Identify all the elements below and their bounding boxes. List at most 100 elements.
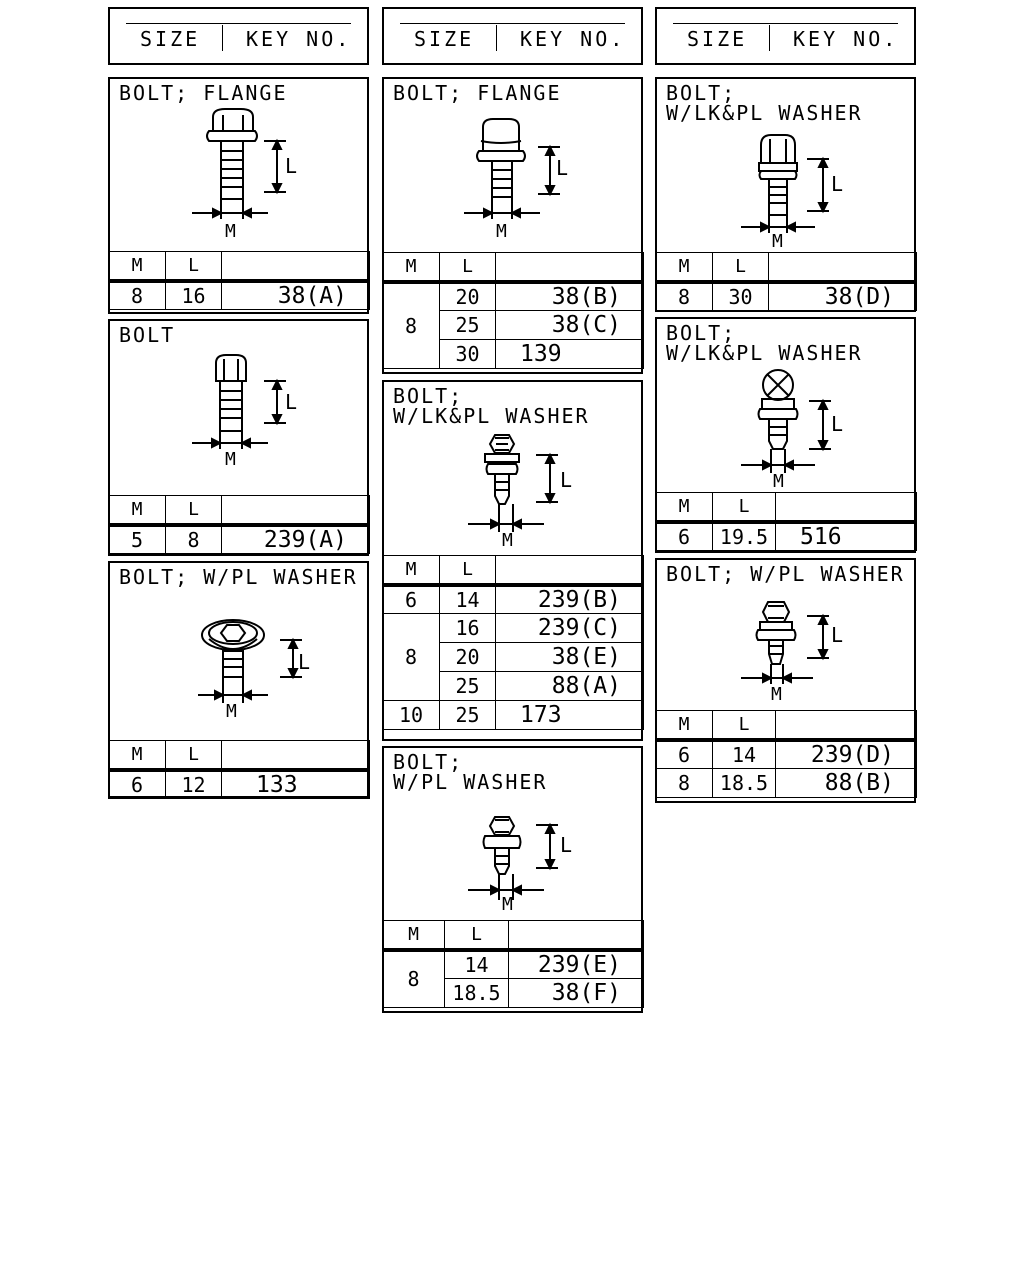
cell-key: 38(C) [495,310,644,340]
cell-m: 5 [108,524,166,554]
panel-bolt-flange-col2: BOLT; FLANGE L M M L 8 20 38(B) 25 38(C) [382,77,644,374]
dim-l-label: L [298,650,310,674]
header-divider [222,25,223,51]
dim-l-label: L [831,623,843,647]
cell-key: 239(C) [495,613,644,643]
cell-key: 516 [775,521,917,551]
cell-l: 30 [712,281,769,311]
spec-table: M L 8 14 239(E) 18.5 38(F) [382,920,644,1008]
table-row: 10 25 173 [382,700,644,730]
cell-key: 239(B) [495,584,644,614]
cell-l: 12 [165,769,222,799]
spec-table: M L 6 19.5 516 [655,492,917,551]
header-rule [673,23,898,24]
cell-l: 25 [439,700,496,730]
panel-bolt-col1: BOLT L M M L 5 8 239(A) [108,319,370,556]
cell-m: 6 [108,769,166,799]
cell-m: 6 [655,521,713,551]
panel-bolt-flange-col1: BOLT; FLANGE L M M L 8 16 38(A) [108,77,370,314]
dim-m-label: M [225,449,236,470]
spec-table: M L 6 14 239(B) 8 16 239(C) 20 38(E) 25 … [382,555,644,730]
bolt-pl-washer-drawing: L M [468,816,572,915]
table-row: 25 38(C) [383,310,644,340]
spec-table: M L 8 16 38(A) [108,251,370,310]
table-row: 25 88(A) [383,671,644,701]
table-row: 6 14 239(B) [382,584,644,614]
col-m-header: M [108,251,166,283]
table-row: 6 14 239(D) [655,739,917,769]
col-l-header: L [439,555,496,587]
cell-key: 239(A) [221,524,370,554]
dim-l-label: L [556,156,568,180]
dim-l-label: L [285,154,297,178]
size-header: SIZE [140,27,201,51]
dim-m-label: M [772,231,783,252]
header-rule [126,23,351,24]
dim-l-label: L [831,172,843,196]
bolt-drawing: L M [192,354,297,470]
header-box-col3: SIZE KEY NO. [655,7,916,65]
col-m-header: M [382,555,440,587]
cell-m: 8 [382,281,440,369]
bolt-pl-washer-drawing: L M [741,601,843,705]
cell-key: 133 [221,769,370,799]
dim-m-label: M [226,701,237,722]
table-row: 18.5 38(F) [383,978,644,1008]
table-row: 8 16 239(C) [382,613,644,701]
col-l-header: L [712,710,776,742]
cell-key: 88(A) [495,671,644,701]
dim-l-label: L [285,390,297,414]
col-key-header [768,252,917,284]
col-key-header [495,252,644,284]
bolt-lk-pl-washer-drawing: L M [741,369,843,492]
dim-m-label: M [496,221,507,242]
panel-bolt-lk-pl-washer-col2: BOLT; W/LK&PL WASHER L M M L 6 14 239(B)… [382,380,644,741]
cell-m: 10 [382,700,440,730]
spec-table: M L 6 14 239(D) 8 18.5 88(B) [655,710,917,798]
cell-key: 38(B) [495,281,644,311]
cell-key: 239(D) [775,739,917,769]
panel-title: BOLT; W/PL WASHER [666,562,905,586]
size-header: SIZE [414,27,475,51]
dim-m-label: M [771,684,782,705]
header-divider [496,25,497,51]
panel-bolt-pl-washer-col3: BOLT; W/PL WASHER L M M L 6 14 239(D) 8 … [655,558,917,803]
bolt-pl-washer-drawing: L M [198,619,310,722]
panel-title: BOLT [119,323,176,347]
cell-key: 139 [495,339,644,369]
bolt-lk-pl-washer-drawing: L M [741,134,843,252]
col-m-header: M [655,492,713,524]
header-rule [400,23,625,24]
cell-l: 14 [712,739,776,769]
col-key-header [221,495,370,527]
cell-l: 25 [439,310,496,340]
dim-m-label: M [502,894,513,915]
col-key-header [495,555,644,587]
panel-bolt-lk-pl-washer-col3-a: BOLT; W/LK&PL WASHER L M M L 8 30 38(D) [655,77,917,312]
panel-title: BOLT; FLANGE [393,81,562,105]
cell-key: 239(E) [508,949,644,979]
spec-table: M L 8 30 38(D) [655,252,917,311]
dim-m-label: M [225,221,236,242]
cell-key: 88(B) [775,768,917,798]
panel-title: BOLT; W/LK&PL WASHER [666,81,863,125]
cell-l: 8 [165,524,222,554]
table-row: 8 18.5 88(B) [655,768,917,798]
col-l-header: L [712,492,776,524]
cell-m: 8 [108,280,166,310]
key-no-header: KEY NO. [793,27,899,51]
table-row: 8 14 239(E) [382,949,644,1008]
col-m-header: M [108,495,166,527]
cell-l: 16 [439,613,496,643]
cell-m: 6 [382,584,440,614]
bolt-lk-pl-washer-drawing: L M [468,434,572,551]
cell-l: 18.5 [444,978,509,1008]
col-m-header: M [382,252,440,284]
dim-l-label: L [560,468,572,492]
cell-l: 20 [439,281,496,311]
col-l-header: L [165,740,222,772]
spec-table: M L 5 8 239(A) [108,495,370,554]
table-row: 8 30 38(D) [655,281,917,311]
panel-bolt-pl-washer-col2: BOLT; W/PL WASHER L M M L 8 14 239(E) 18… [382,746,644,1013]
panel-title: BOLT; W/LK&PL WASHER [393,384,590,428]
